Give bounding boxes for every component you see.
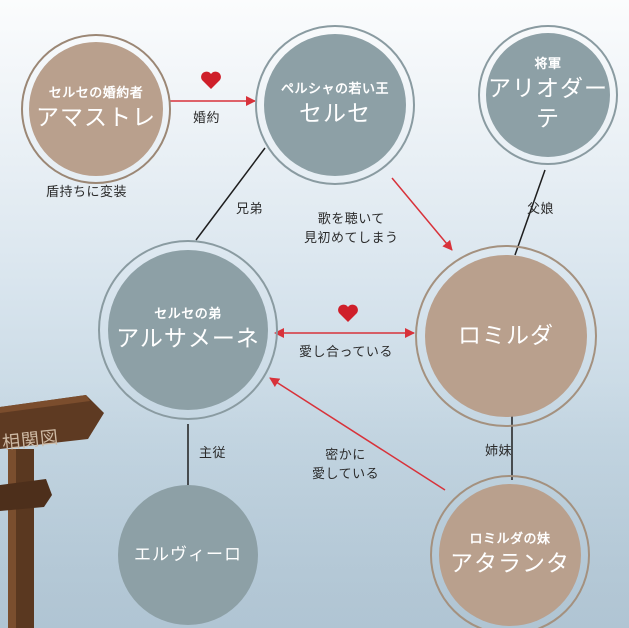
node-elviro-name: エルヴィーロ: [134, 545, 242, 565]
node-ariodate-name: アリオダーテ: [488, 76, 608, 132]
node-ariodate-role: 将軍: [534, 57, 562, 72]
link-secret-love: [269, 377, 446, 491]
node-arsamene: セルセの弟 アルサメーネ: [98, 240, 278, 420]
node-arsamene-role: セルセの弟: [154, 307, 222, 322]
node-serse-role: ペルシャの若い王: [280, 82, 389, 97]
node-atalanta: ロミルダの妹 アタランタ: [430, 475, 590, 628]
node-ariodate: 将軍 アリオダーテ: [478, 25, 618, 165]
node-romilda: ロミルダ: [415, 245, 597, 427]
node-atalanta-role: ロミルダの妹: [469, 532, 551, 547]
label-love-at-first-sight-line1: 歌を聴いて: [317, 212, 385, 227]
node-amastre-name: アマストレ: [36, 105, 156, 131]
node-amastre: セルセの婚約者 アマストレ: [21, 34, 171, 184]
heart-icon: [338, 304, 358, 322]
label-disguise: 盾持ちに変装: [46, 185, 128, 200]
label-brothers: 兄弟: [236, 202, 264, 217]
heart-icon: [201, 71, 221, 89]
node-amastre-role: セルセの婚約者: [48, 86, 144, 101]
label-father-daughter: 父娘: [527, 202, 555, 217]
node-atalanta-name: アタランタ: [450, 551, 570, 577]
link-father-daughter: [514, 169, 546, 256]
node-arsamene-name: アルサメーネ: [116, 326, 260, 352]
label-love-at-first-sight: 歌を聴いて 見初めてしまう: [304, 210, 399, 248]
link-love-at-first-sight: [391, 177, 453, 251]
label-love-at-first-sight-line2: 見初めてしまう: [304, 231, 399, 246]
label-secret-love: 密かに 愛している: [312, 446, 379, 484]
node-serse-name: セルセ: [298, 101, 371, 127]
node-serse: ペルシャの若い王 セルセ: [255, 25, 415, 185]
signpost-illustration: [0, 395, 104, 628]
label-master-servant: 主従: [199, 446, 227, 461]
label-secret-love-line1: 密かに: [325, 448, 366, 463]
label-secret-love-line2: 愛している: [312, 467, 380, 482]
label-engagement: 婚約: [193, 111, 221, 126]
node-elviro: エルヴィーロ: [118, 485, 258, 625]
link-brothers: [195, 147, 266, 241]
label-sisters: 姉妹: [485, 444, 513, 459]
node-romilda-name: ロミルダ: [458, 323, 554, 349]
label-mutual-love: 愛し合っている: [299, 345, 393, 360]
